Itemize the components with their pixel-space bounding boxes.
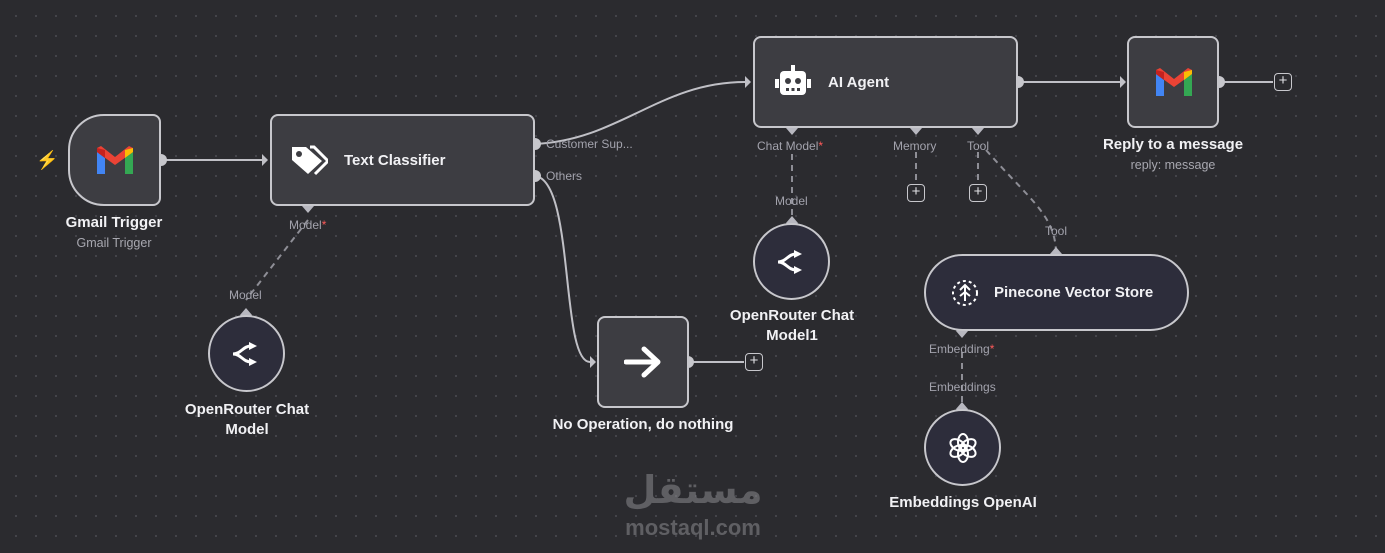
openrouter-icon	[755, 225, 828, 298]
pinecone-embedding-port-label: Embedding*	[929, 342, 995, 356]
add-memory-button[interactable]: +	[907, 184, 925, 202]
robot-icon	[773, 62, 813, 102]
gmail-trigger-node[interactable]	[68, 114, 161, 206]
text-classifier-title: Text Classifier	[344, 151, 446, 169]
watermark-logo-arabic: مستقل	[623, 468, 763, 512]
wire-arrow	[1120, 76, 1126, 88]
ai-agent-node[interactable]: AI Agent	[753, 36, 1018, 128]
noop-title: No Operation, do nothing	[552, 416, 734, 433]
output-label-customer-support: Customer Sup...	[546, 137, 633, 151]
text-classifier-node[interactable]: Text Classifier	[270, 114, 535, 206]
openrouter2-port-label: Model	[775, 194, 808, 208]
wire-arrow	[590, 356, 596, 368]
embeddings-title: Embeddings OpenAI	[889, 494, 1037, 511]
openrouter-chat-model-node[interactable]	[208, 315, 285, 392]
openrouter-icon	[210, 317, 283, 390]
gmail-trigger-title: Gmail Trigger	[65, 214, 163, 231]
tag-icon	[288, 140, 328, 180]
gmail-icon	[92, 142, 138, 178]
embeddings-port-label: Embeddings	[929, 380, 996, 394]
trigger-bolt-icon: ⚡	[36, 150, 59, 170]
pinecone-icon	[948, 276, 982, 310]
pinecone-title: Pinecone Vector Store	[994, 284, 1154, 301]
noop-node[interactable]	[597, 316, 689, 408]
reply-title: Reply to a message	[1102, 136, 1244, 153]
agent-chat-model-port-label: Chat Model*	[757, 139, 824, 153]
gmail-icon	[1151, 64, 1197, 100]
wire-classifier-to-noop	[534, 175, 591, 363]
embeddings-openai-node[interactable]	[924, 409, 1001, 486]
arrow-right-icon	[599, 318, 687, 406]
pinecone-tool-port-label: Tool	[1045, 224, 1068, 238]
wire-arrow	[262, 154, 268, 166]
watermark-logo-latin: mostaql.com	[625, 515, 761, 540]
openai-icon	[926, 411, 999, 484]
reply-subtitle: reply: message	[1130, 158, 1216, 172]
wire-classifier-to-agent	[534, 81, 746, 145]
agent-memory-port-label: Memory	[893, 139, 937, 153]
agent-tool-port-label: Tool	[967, 139, 990, 153]
openrouter1-port-label: Model	[229, 288, 262, 302]
openrouter1-title: OpenRouter Chat Model	[184, 401, 310, 438]
reply-node[interactable]	[1127, 36, 1219, 128]
gmail-trigger-subtitle: Gmail Trigger	[76, 236, 152, 250]
openrouter2-title: OpenRouter Chat Model1	[729, 307, 855, 344]
add-tool-button[interactable]: +	[969, 184, 987, 202]
add-after-reply-button[interactable]: +	[1274, 73, 1292, 91]
wire-arrow	[745, 76, 751, 88]
output-label-others: Others	[546, 169, 583, 183]
add-after-noop-button[interactable]: +	[745, 353, 763, 371]
openrouter-chat-model1-node[interactable]	[753, 223, 830, 300]
pinecone-vector-store-node[interactable]: Pinecone Vector Store	[924, 254, 1189, 331]
classifier-model-port-label: Model*	[289, 218, 327, 232]
ai-agent-title: AI Agent	[828, 73, 890, 91]
